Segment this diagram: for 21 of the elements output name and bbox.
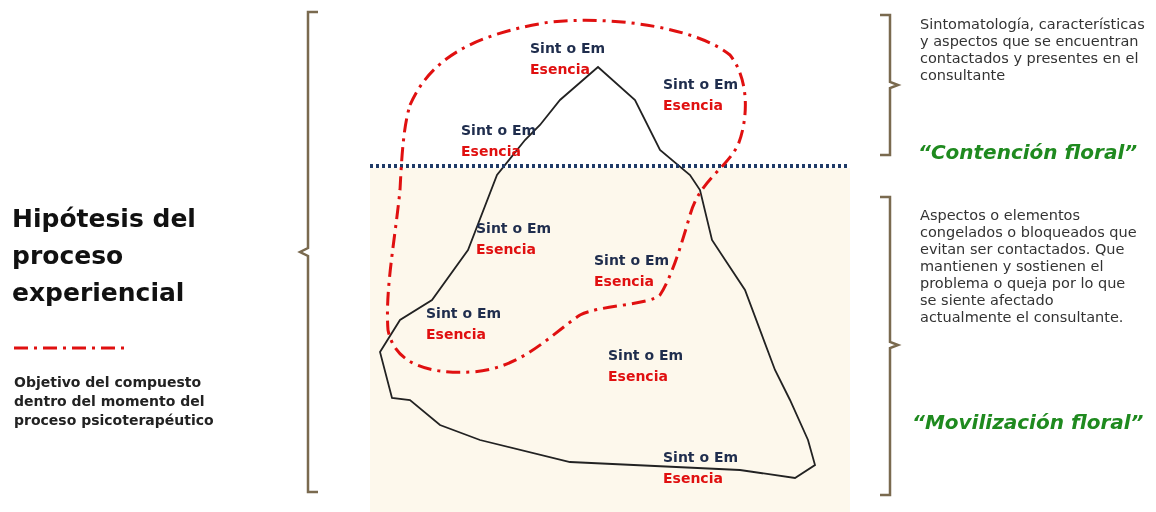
region-label: Sint o Em (530, 40, 606, 56)
description-text: Sintomatología, características y aspectos que se encuentran contactados y presentes en el consultante (920, 16, 1145, 84)
region-label: Sint o Em (663, 76, 739, 92)
region-label: Sint o Em (461, 122, 537, 138)
heading: Hipótesis del proceso experiencial (12, 203, 197, 309)
description-text: Aspectos o elementos congelados o bloqueados que evitan ser contactados. Que mantienen y sostienen el problema o queja por lo que se siente afectado actualmente el consultante. (920, 207, 1138, 326)
region-label: Sint o Em (594, 252, 670, 268)
section-label: “Movilización floral” (912, 410, 1144, 434)
region-label: Sint o Em (476, 220, 552, 236)
region-label: Sint o Em (426, 305, 502, 321)
region-label: Esencia (663, 97, 723, 113)
region-label: Esencia (663, 470, 723, 486)
region-label: Esencia (608, 368, 668, 384)
region-label: Sint o Em (608, 347, 684, 363)
legend-text: Objetivo del compuesto dentro del momento del proceso psicoterapéutico (14, 373, 215, 430)
region-label: Esencia (426, 326, 486, 342)
region-label: Esencia (530, 61, 590, 77)
region-label: Esencia (594, 273, 654, 289)
section-label: “Contención floral” (918, 140, 1138, 164)
region-label: Esencia (476, 241, 536, 257)
region-label: Sint o Em (663, 449, 739, 465)
